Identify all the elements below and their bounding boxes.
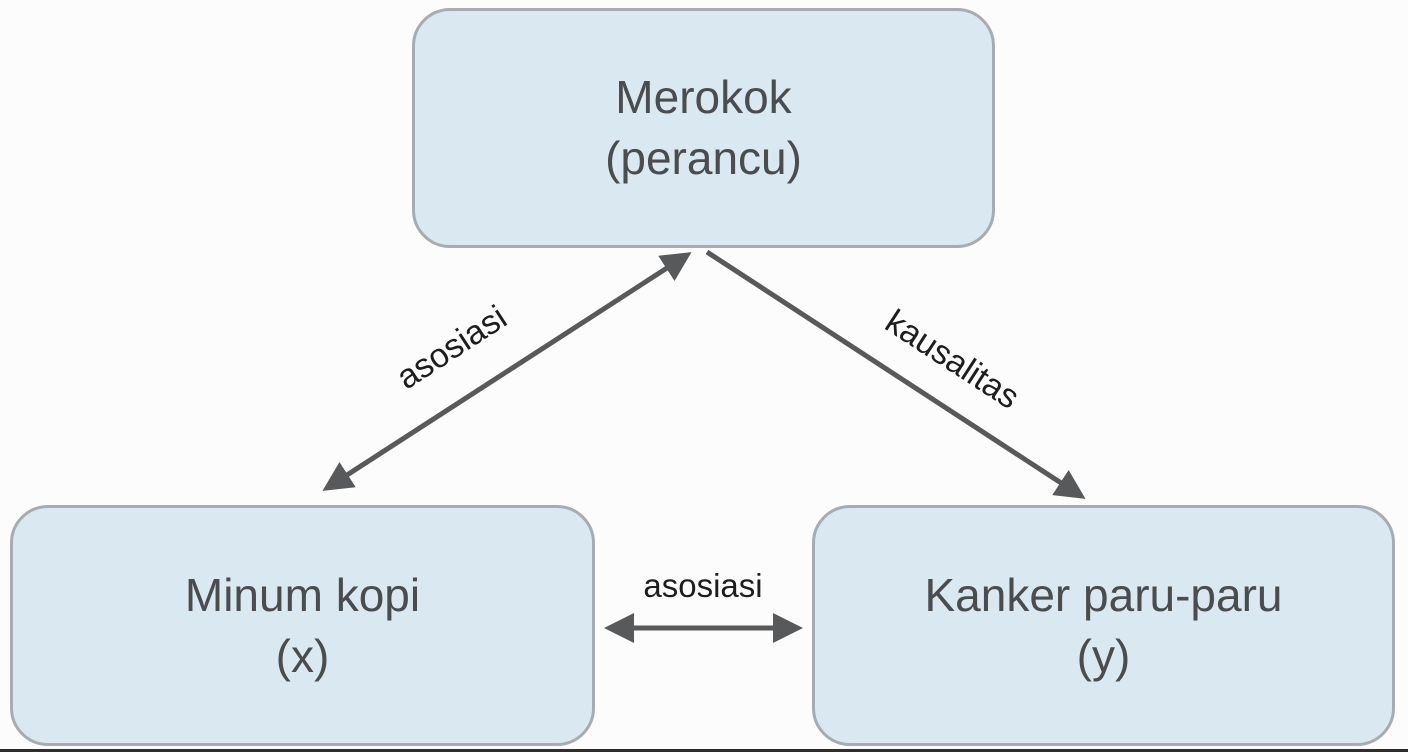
node-y: Kanker paru-paru (y): [812, 505, 1395, 746]
node-perancu: Merokok (perancu): [412, 8, 995, 248]
edge-x-y-label: asosiasi: [643, 567, 763, 604]
node-perancu-sublabel: (perancu): [605, 132, 802, 184]
node-x-sublabel: (x): [275, 629, 330, 682]
edge-x-perancu-line: [322, 252, 692, 491]
node-y-label: Kanker paru-paru: [924, 568, 1283, 621]
node-x-label: Minum kopi: [184, 568, 421, 621]
node-y-sublabel: (y): [1076, 629, 1131, 682]
node-x: Minum kopi (x): [10, 505, 595, 746]
edge-perancu-y-line: [705, 249, 1086, 499]
bottom-edge-bar: [0, 749, 1408, 752]
node-perancu-label: Merokok: [615, 71, 792, 124]
